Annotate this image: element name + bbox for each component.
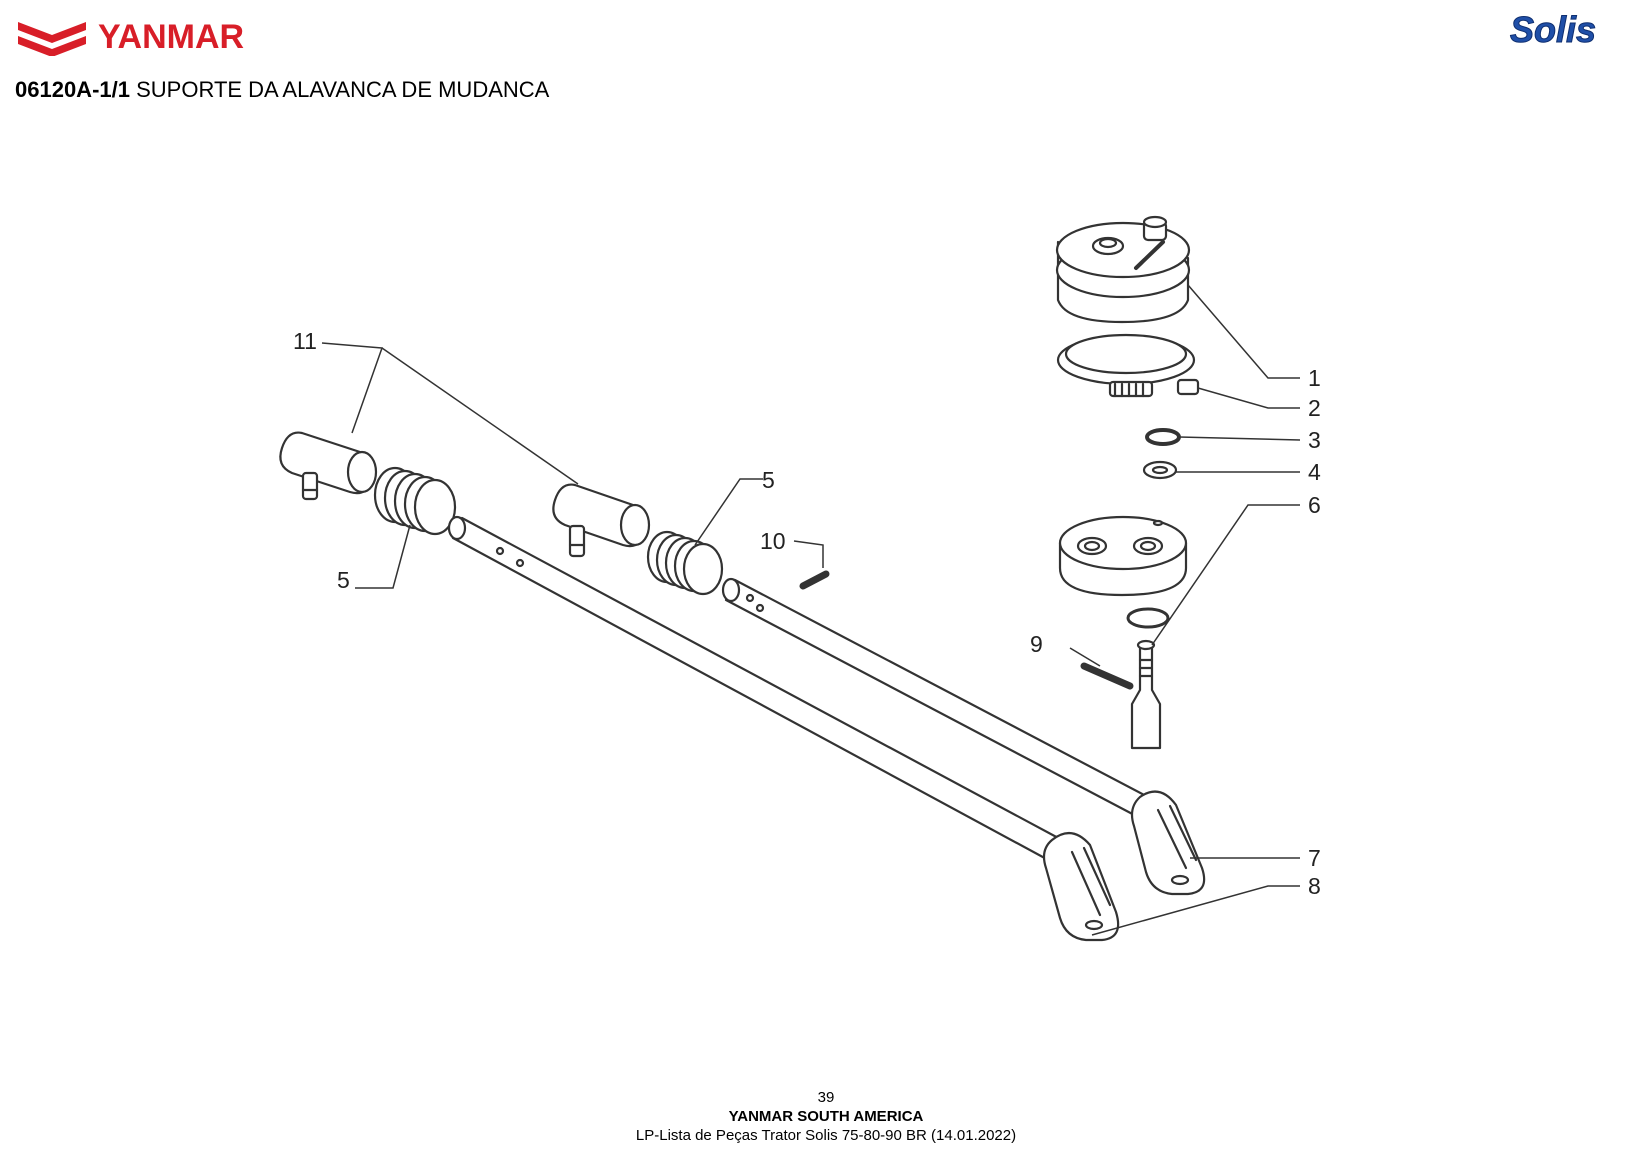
part-3-o-ring bbox=[1145, 428, 1181, 446]
callout-11: 11 bbox=[293, 328, 317, 354]
callout-leader-lines bbox=[321, 284, 1301, 936]
footer-document-title: LP-Lista de Peças Trator Solis 75-80-90 … bbox=[635, 1127, 1017, 1144]
part-11-collar-middle bbox=[552, 483, 651, 558]
callout-7: 7 bbox=[1308, 845, 1321, 871]
callout-8: 8 bbox=[1308, 873, 1321, 899]
part-9-pin bbox=[1080, 662, 1134, 690]
part-10-pin bbox=[799, 570, 830, 590]
part-4-washer bbox=[1142, 460, 1178, 480]
solis-logo: Solis bbox=[1510, 10, 1597, 50]
part-11-collar-left bbox=[279, 431, 378, 501]
yanmar-chevron-icon bbox=[18, 22, 86, 56]
callout-3: 3 bbox=[1308, 427, 1321, 453]
page-title: 06120A-1/1 SUPORTE DA ALAVANCA DE MUDANC… bbox=[15, 77, 549, 103]
part-5-spring-right bbox=[646, 530, 724, 596]
page-number: 39 bbox=[817, 1089, 835, 1106]
part-2-clamp-band bbox=[1056, 333, 1200, 398]
callout-10: 10 bbox=[760, 528, 786, 554]
exploded-parts-diagram: 1 2 3 4 5 5 6 7 8 9 10 11 bbox=[279, 215, 1321, 942]
part-6-plate-assembly bbox=[1058, 515, 1188, 750]
callout-1: 1 bbox=[1308, 365, 1321, 391]
part-group-code: 06120A-1/1 bbox=[15, 77, 130, 102]
part-7-short-rod-bracket bbox=[721, 577, 1206, 896]
yanmar-logo: YANMAR bbox=[18, 18, 244, 56]
callout-2: 2 bbox=[1308, 395, 1321, 421]
callout-9: 9 bbox=[1030, 631, 1043, 657]
callout-6: 6 bbox=[1308, 492, 1321, 518]
part-5-spring-left bbox=[373, 466, 457, 536]
callout-5-left: 5 bbox=[337, 567, 350, 593]
part-1-top-cover bbox=[1055, 215, 1191, 324]
footer-company: YANMAR SOUTH AMERICA bbox=[728, 1108, 924, 1125]
yanmar-logo-text: YANMAR bbox=[98, 18, 244, 56]
part-8-long-rod-bracket bbox=[447, 515, 1120, 942]
solis-logo-text: Solis bbox=[1510, 10, 1596, 50]
callout-4: 4 bbox=[1308, 459, 1321, 485]
page-footer: 39 YANMAR SOUTH AMERICA LP-Lista de Peça… bbox=[0, 1088, 1652, 1145]
part-group-description: SUPORTE DA ALAVANCA DE MUDANCA bbox=[136, 77, 550, 102]
callout-labels: 1 2 3 4 5 5 6 7 8 9 10 11 bbox=[293, 328, 1321, 899]
callout-5-right: 5 bbox=[762, 467, 775, 493]
